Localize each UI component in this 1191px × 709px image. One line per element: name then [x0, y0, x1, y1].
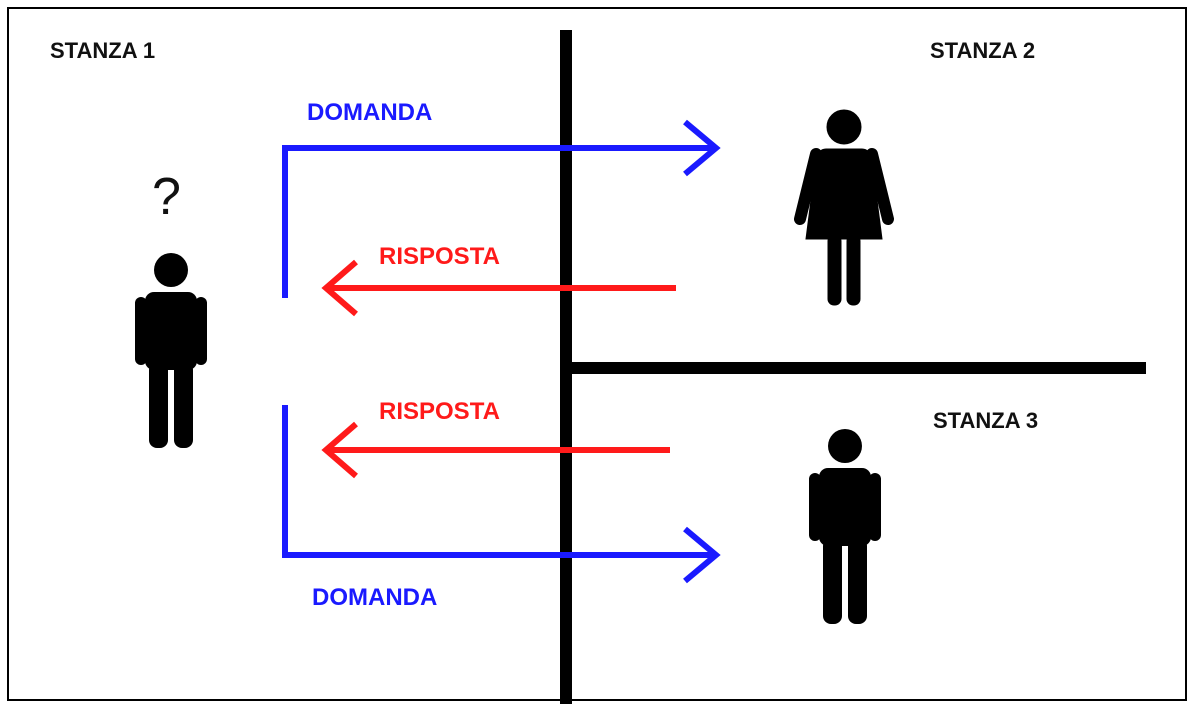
woman-icon: [800, 110, 888, 305]
room-1-label: STANZA 1: [50, 38, 155, 63]
answer-label-top: RISPOSTA: [379, 243, 500, 270]
diagram-border: [7, 7, 1187, 701]
question-arrow-bottom: [282, 405, 721, 584]
question-mark: ?: [152, 168, 181, 226]
man-icon: [809, 429, 881, 624]
question-arrow-top: [282, 119, 721, 298]
answer-arrow-top: [321, 259, 676, 317]
room-2-label: STANZA 2: [930, 38, 1035, 63]
answer-label-bottom: RISPOSTA: [379, 398, 500, 425]
man-icon: [135, 253, 207, 448]
room-3-label: STANZA 3: [933, 408, 1038, 433]
question-label-top: DOMANDA: [307, 99, 432, 126]
answer-arrow-bottom: [321, 421, 670, 479]
question-label-bottom: DOMANDA: [312, 584, 437, 611]
